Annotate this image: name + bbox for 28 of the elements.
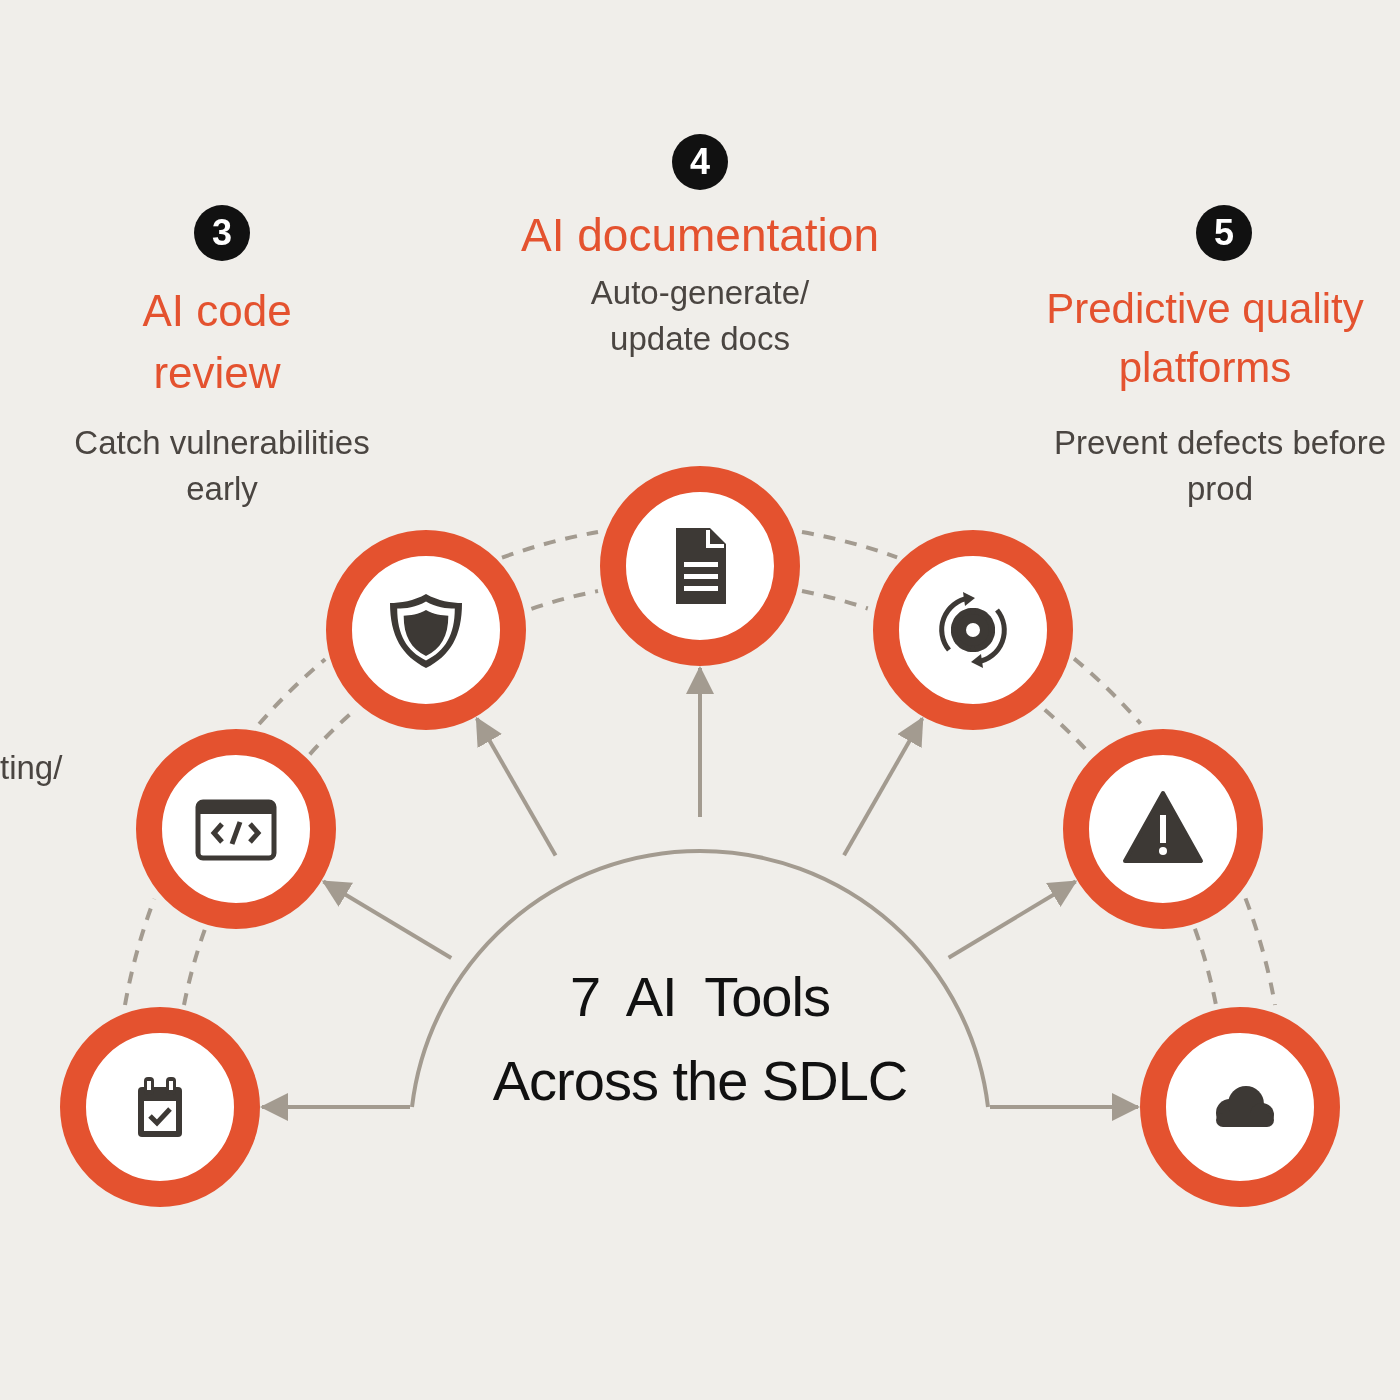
dashed-connector	[257, 657, 327, 726]
dashed-connector	[1243, 897, 1277, 1006]
arrow	[990, 1093, 1140, 1121]
arrow	[475, 716, 558, 857]
dashed-connector	[123, 898, 157, 1006]
tool-heading: AI code review	[141, 285, 293, 399]
dashed-connector	[182, 928, 207, 1006]
dashed-connector	[1193, 928, 1218, 1006]
tool-description: Auto-generate/ update docs	[589, 273, 811, 360]
center-title: 7 AI Tools Across the SDLC	[491, 964, 909, 1114]
tool-heading: AI documentation	[520, 208, 880, 263]
dashed-connector	[501, 530, 599, 560]
tool-description: Catch vulnerabilities early	[73, 423, 371, 510]
number-badge: 3	[194, 205, 250, 261]
tool-description: Prevent defects before prod	[1053, 423, 1387, 510]
tool-heading: Predictive quality platforms	[1045, 284, 1365, 393]
number-badge: 5	[1196, 205, 1252, 261]
tool-description: ting/	[0, 748, 64, 788]
dashed-connector	[1072, 657, 1142, 725]
arrow	[260, 1093, 410, 1121]
dashed-connector	[801, 530, 898, 560]
arrow	[686, 666, 714, 817]
arrow	[947, 879, 1078, 960]
number-badge: 4	[672, 134, 728, 190]
arrow	[842, 716, 925, 857]
dashed-connector	[530, 589, 599, 611]
dashed-connector	[801, 589, 869, 611]
arrow	[321, 879, 453, 960]
